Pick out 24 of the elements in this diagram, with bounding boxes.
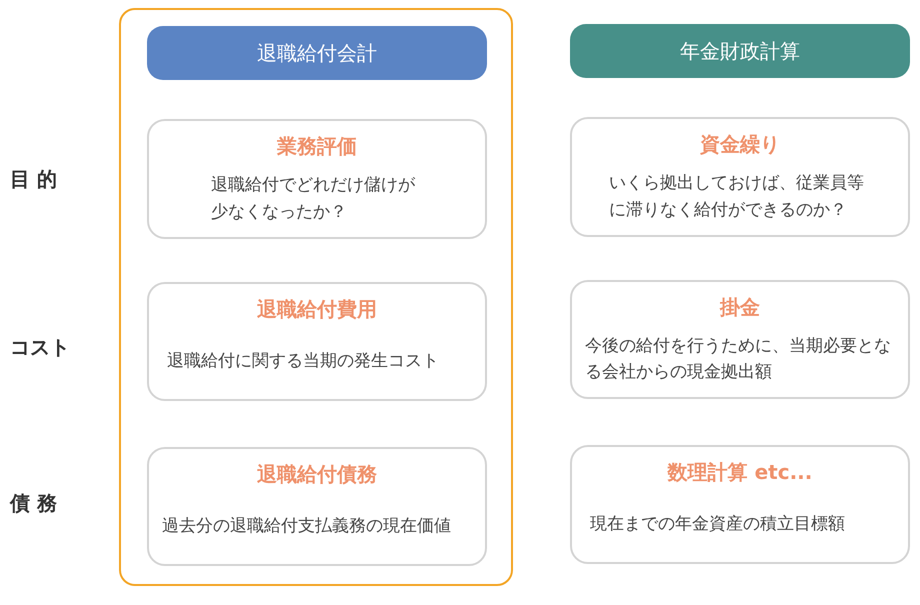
column-header: 退職給付会計	[147, 26, 487, 80]
row-label: 債 務	[10, 490, 57, 517]
row-label: コスト	[10, 334, 70, 361]
card-title: 資金繰り	[700, 131, 780, 158]
card-title: 数理計算 etc...	[668, 459, 812, 486]
info-card	[147, 119, 487, 239]
card-title: 掛金	[720, 294, 760, 321]
info-card	[570, 117, 910, 237]
row-label: 目 的	[10, 166, 57, 193]
card-title: 退職給付費用	[257, 296, 377, 323]
group-frame	[119, 8, 513, 586]
info-card	[147, 447, 487, 566]
info-card	[147, 282, 487, 401]
card-description: 今後の給付を行うために、当期必要となる会社からの現金拠出額	[585, 334, 892, 384]
info-card	[570, 445, 910, 564]
card-description: 過去分の退職給付支払義務の現在価値	[162, 514, 452, 538]
card-description: 退職給付でどれだけ儲けが少なくなったか？	[211, 174, 416, 224]
card-title: 退職給付債務	[257, 461, 377, 488]
card-description: いくら拠出しておけば、従業員等に滞りなく給付ができるのか？	[609, 172, 865, 222]
card-description: 現在までの年金資産の積立目標額	[590, 512, 846, 536]
column-header: 年金財政計算	[570, 24, 910, 78]
card-description: 退職給付に関する当期の発生コスト	[167, 350, 440, 373]
info-card	[570, 280, 910, 399]
card-title: 業務評価	[277, 133, 357, 160]
